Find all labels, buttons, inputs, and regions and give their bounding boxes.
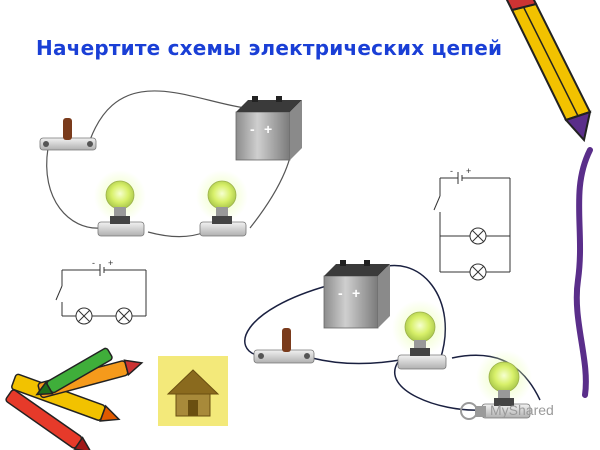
pencil-icon: [505, 0, 592, 143]
photo-circuit-2: - +: [244, 260, 541, 419]
battery: - +: [323, 260, 390, 329]
knife-switch: [253, 328, 315, 364]
lamp: [392, 300, 448, 370]
photo-circuit-1: - +: [39, 90, 302, 238]
lamp: [94, 170, 146, 237]
battery-minus-label: -: [338, 285, 343, 301]
wire: [147, 231, 206, 238]
wire: [244, 284, 331, 357]
watermark-text: MyShared: [490, 402, 554, 418]
schematic-minus-label: -: [450, 166, 453, 176]
schematic-parallel: [433, 172, 511, 281]
battery-plus-label: +: [352, 285, 360, 301]
lamp: [196, 170, 248, 237]
wire: [311, 357, 401, 365]
decorative-swoosh: [573, 147, 593, 398]
home-button[interactable]: [158, 356, 228, 426]
home-icon: [166, 369, 220, 417]
battery-plus-label: +: [264, 121, 272, 137]
schematic-series: [55, 264, 147, 325]
wire: [394, 361, 481, 411]
schematic-minus-label: -: [92, 258, 95, 268]
knife-switch: [39, 118, 97, 151]
wire: [89, 90, 246, 141]
battery: - +: [235, 96, 302, 161]
wire: [46, 147, 101, 229]
lamp: [476, 350, 532, 419]
crayons-icon: [5, 347, 144, 450]
battery-minus-label: -: [250, 121, 255, 137]
page-title: Начертите схемы электрических цепей: [36, 36, 503, 60]
myshared-logo-icon: [460, 402, 486, 420]
schematic-plus-label: +: [108, 258, 113, 268]
schematic-plus-label: +: [466, 166, 471, 176]
